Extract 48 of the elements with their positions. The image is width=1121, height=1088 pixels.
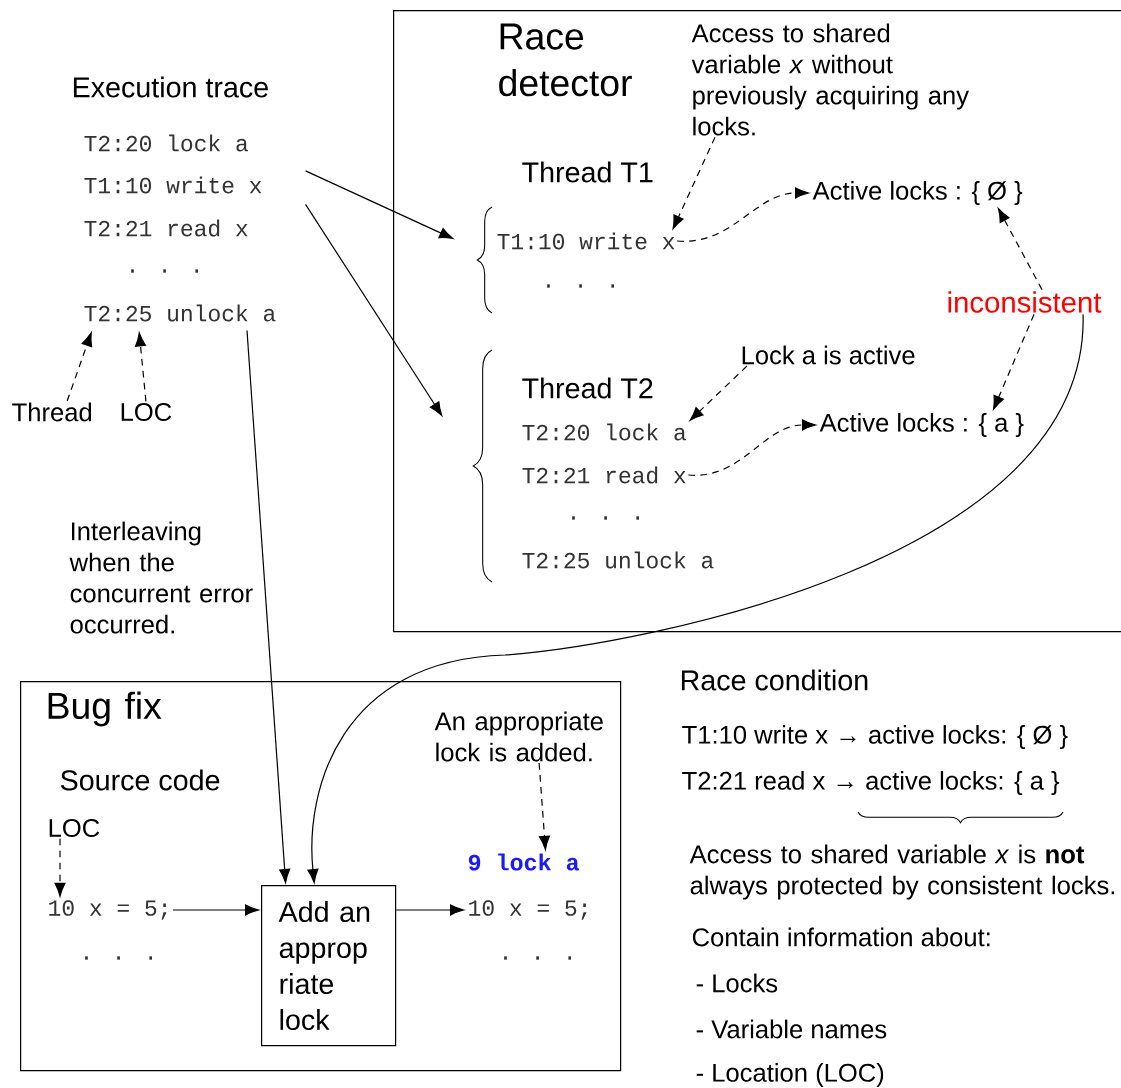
ellipsis: . . . <box>85 956 152 960</box>
arrow <box>395 904 465 916</box>
leader-line <box>66 332 93 402</box>
arrow <box>672 136 716 230</box>
ellipsis: . . . <box>504 956 571 960</box>
arrow <box>997 208 1043 291</box>
code-line: T1:10 write x <box>497 232 675 250</box>
caption-text: LOC <box>121 402 172 422</box>
code-line: 10 x = 5; <box>469 900 587 920</box>
annotation-text: Lock a is active <box>742 345 915 365</box>
code-line: T2:25 unlock a <box>522 551 714 569</box>
arrow <box>172 904 260 916</box>
status-text: Active locks : { Ø } <box>812 181 1023 205</box>
list-item: - Variable names <box>696 1019 887 1039</box>
arrow <box>54 838 66 897</box>
note-text: Contain information about: <box>692 927 990 947</box>
arrow <box>676 187 810 242</box>
code-line: T2:20 lock a <box>522 423 686 441</box>
ellipsis: . . . <box>572 516 639 520</box>
caption-text: LOC <box>49 818 100 838</box>
code-line: T2:21 read x <box>522 466 686 484</box>
process-box: Add an approp riate lock <box>261 885 397 1047</box>
section-heading: Source code <box>60 769 220 791</box>
annotation-text: An appropriate lock is added. <box>434 711 603 762</box>
code-line: 10 x = 5; <box>49 900 167 920</box>
list-item: - Locks <box>696 973 778 993</box>
section-heading: Race condition <box>681 669 868 691</box>
note-text: Interleaving when the concurrent error occurred. <box>69 521 253 634</box>
note-text: Access to shared variable x is not always protected by consistent locks. <box>689 844 1115 900</box>
code-line: 9 lock a <box>468 853 580 871</box>
ellipsis: . . . <box>547 284 614 288</box>
result-line: T2:21 read x → active locks: { a } <box>682 771 1060 795</box>
arrow <box>304 170 454 240</box>
arrow <box>538 762 551 850</box>
status-text: Active locks : { a } <box>819 413 1024 437</box>
arrow <box>246 329 291 884</box>
list-item: - Location (LOC) <box>696 1063 884 1087</box>
arrow <box>304 203 443 416</box>
leader-line <box>134 332 147 402</box>
warning-text: inconsistent <box>948 291 1102 313</box>
caption-text: Thread <box>12 402 92 422</box>
arrow <box>687 419 817 476</box>
execution-trace: Execution trace T2:20 lock a T1:10 write x T2:21 read x . . . T2:25 unlock a <box>73 76 276 322</box>
result-line: T1:10 write x → active locks: { Ø } <box>682 725 1068 749</box>
annotation-text: Access to shared variable x without previously acquiring any locks. <box>691 23 969 136</box>
arrow <box>689 365 748 421</box>
arrow <box>993 313 1035 410</box>
arrow <box>307 313 1084 884</box>
